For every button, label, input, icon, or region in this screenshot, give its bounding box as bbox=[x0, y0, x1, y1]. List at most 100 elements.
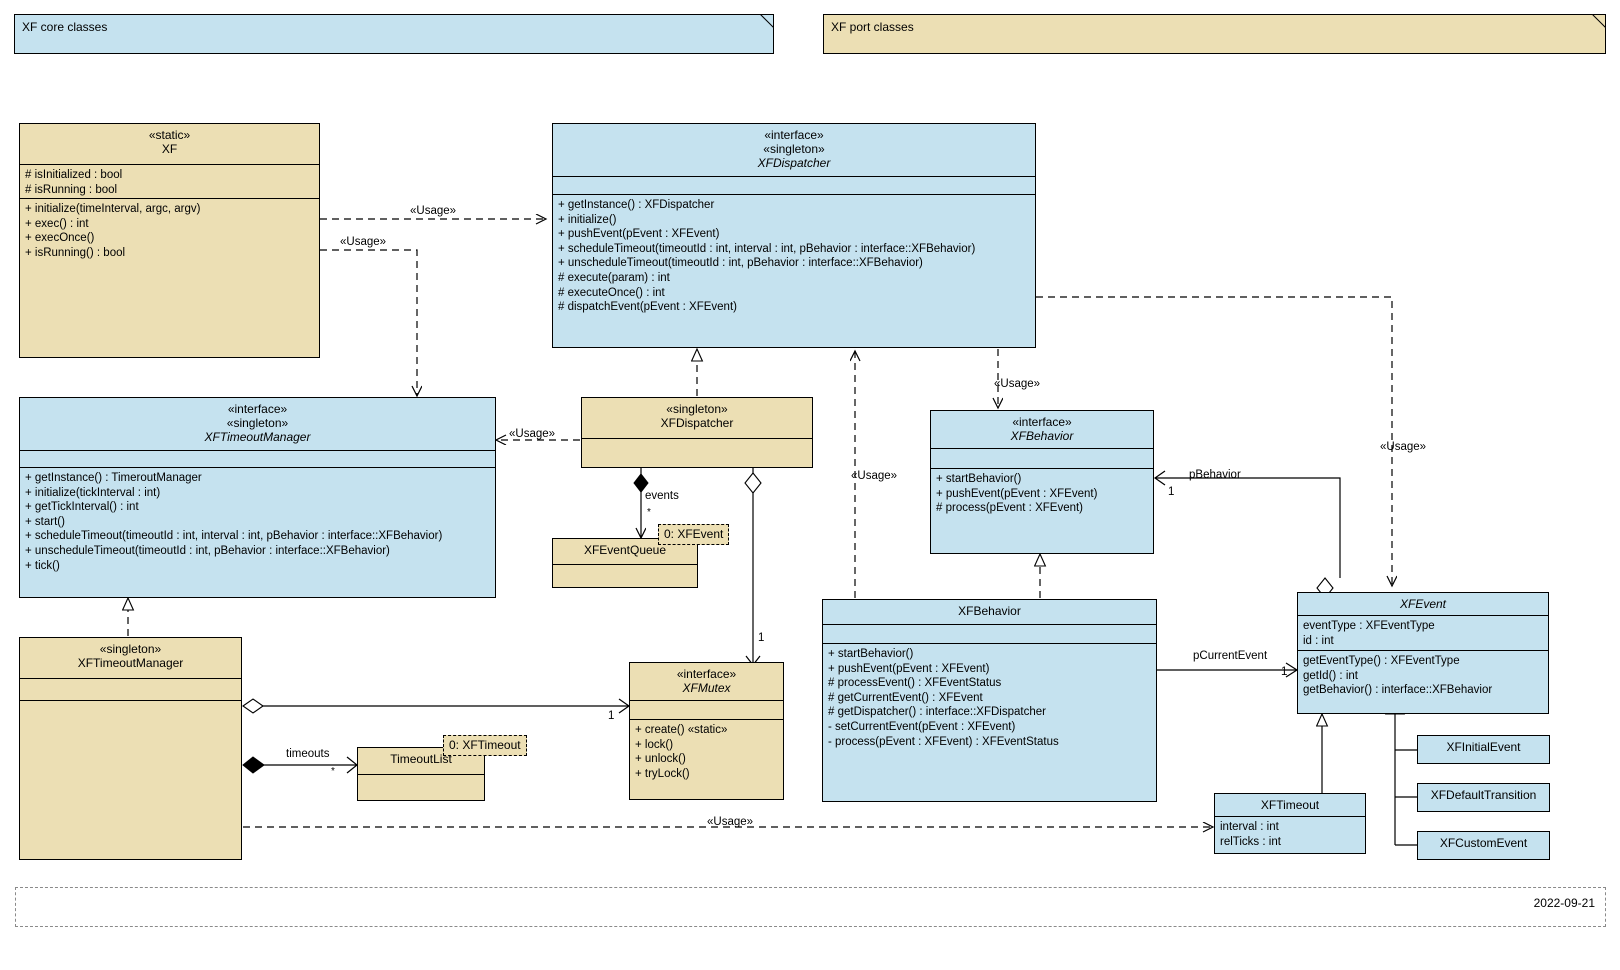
operation-row: getEventType() : XFEventType bbox=[1303, 655, 1460, 667]
class-header-xfbehavior-impl: XFBehavior bbox=[823, 600, 1156, 625]
attribute-row: # isRunning : bool bbox=[25, 183, 118, 196]
edge-label-pbehavior-role: pBehavior bbox=[1189, 469, 1241, 481]
operation-row: + getTickInterval() : int bbox=[25, 501, 139, 514]
slot-note-xfevent: 0: XFEvent bbox=[658, 524, 730, 545]
class-operations-xftimeoutmanager-impl bbox=[20, 701, 241, 707]
arrowhead-timeoutlist bbox=[346, 756, 358, 774]
edge-label-usage-dispatcher-timeoutmanager: «Usage» bbox=[509, 428, 556, 440]
package-xf-core-classes: XF core classes bbox=[14, 14, 774, 54]
operation-row: + initialize(timeInterval, argc, argv) bbox=[25, 203, 201, 215]
class-xfmutex[interactable]: «interface» XFMutex + create() «static» … bbox=[629, 662, 784, 800]
class-attributes-xfdispatcher-interface bbox=[553, 177, 1035, 195]
diamond-aggregation-mutex-top bbox=[744, 472, 762, 494]
operation-row: + unscheduleTimeout(timeoutId : int, pBe… bbox=[25, 544, 390, 557]
class-attributes-xf: # isInitialized : bool # isRunning : boo… bbox=[20, 165, 319, 199]
class-name: XFInitialEvent bbox=[1446, 740, 1521, 754]
class-header-xftimeoutmanager-impl: «singleton» XFTimeoutManager bbox=[20, 638, 241, 679]
operation-row: + initialize() bbox=[558, 213, 617, 226]
class-stereotype: «interface» bbox=[676, 667, 737, 681]
edge-label-mutex-multiplicity-left: 1 bbox=[608, 710, 615, 722]
class-operations-xfevent: getEventType() : XFEventType getId() : i… bbox=[1298, 651, 1548, 701]
class-xfdispatcher-interface[interactable]: «interface» «singleton» XFDispatcher + g… bbox=[552, 123, 1036, 348]
class-xfeventqueue[interactable]: XFEventQueue bbox=[552, 538, 698, 588]
class-operations-xfeventqueue bbox=[553, 565, 697, 588]
operation-row: + lock() bbox=[635, 738, 674, 751]
class-attributes-xftimeout: interval : int relTicks : int bbox=[1215, 817, 1365, 854]
operation-row: + startBehavior() bbox=[936, 473, 1022, 485]
class-operations-xfdispatcher-interface: + getInstance() : XFDispatcher + initial… bbox=[553, 195, 1035, 318]
class-stereotype: «interface» bbox=[1012, 415, 1072, 429]
attribute-row: relTicks : int bbox=[1220, 835, 1281, 848]
class-stereotype: «static» bbox=[148, 128, 191, 142]
class-name: XFCustomEvent bbox=[1439, 836, 1528, 850]
edge-label-usage-xf-dispatcher: «Usage» bbox=[410, 205, 457, 217]
class-name: XFTimeoutManager bbox=[204, 430, 311, 444]
operation-row: # getDispatcher() : interface::XFDispatc… bbox=[828, 706, 1046, 719]
class-name: XFDispatcher bbox=[757, 156, 831, 170]
class-xfbehavior-impl[interactable]: XFBehavior + startBehavior() + pushEvent… bbox=[822, 599, 1157, 802]
class-xftimeout[interactable]: XFTimeout interval : int relTicks : int bbox=[1214, 793, 1366, 854]
class-operations-xfbehavior-impl: + startBehavior() + pushEvent(pEvent : X… bbox=[823, 644, 1156, 752]
attribute-row: interval : int bbox=[1220, 821, 1279, 833]
class-header-xfmutex: «interface» XFMutex bbox=[630, 663, 783, 701]
operation-row: getId() : int bbox=[1303, 669, 1358, 682]
edge-xf-uses-xftimeoutmanager bbox=[320, 249, 417, 396]
class-name: XFTimeout bbox=[1260, 798, 1320, 812]
class-xfbehavior-interface[interactable]: «interface» XFBehavior + startBehavior()… bbox=[930, 410, 1154, 554]
class-name: XFDefaultTransition bbox=[1430, 788, 1537, 802]
class-attributes-xftimeoutmanager-impl bbox=[20, 679, 241, 701]
class-header-xfbehavior-interface: «interface» XFBehavior bbox=[931, 411, 1153, 449]
class-operations-xfbehavior-interface: + startBehavior() + pushEvent(pEvent : X… bbox=[931, 469, 1153, 519]
operation-row: + getInstance() : TimeroutManager bbox=[25, 472, 202, 484]
class-xfdefaulttransition[interactable]: XFDefaultTransition bbox=[1417, 783, 1550, 812]
package-label-core: XF core classes bbox=[22, 20, 108, 34]
operation-row: + start() bbox=[25, 515, 65, 528]
class-xf[interactable]: «static» XF # isInitialized : bool # isR… bbox=[19, 123, 320, 358]
class-xfinitialevent[interactable]: XFInitialEvent bbox=[1417, 735, 1550, 764]
class-attributes-xfbehavior-impl bbox=[823, 625, 1156, 644]
operation-row: + startBehavior() bbox=[828, 648, 914, 660]
package-label-port: XF port classes bbox=[831, 20, 914, 34]
arrowhead-pbehavior bbox=[1153, 470, 1166, 486]
class-stereotype: «singleton» bbox=[763, 142, 825, 156]
class-stereotype: «interface» bbox=[764, 128, 824, 142]
diamond-aggregation-mutex-left bbox=[242, 698, 264, 714]
class-name: XFEvent bbox=[1399, 597, 1447, 611]
edge-label-usage-xf-timeoutmanager: «Usage» bbox=[340, 236, 387, 248]
operation-row: + tick() bbox=[25, 559, 60, 572]
operation-row: + tryLock() bbox=[635, 767, 690, 780]
class-header-xftimeout: XFTimeout bbox=[1215, 794, 1365, 817]
class-header-xf: «static» XF bbox=[20, 124, 319, 165]
class-header-xfdispatcher-interface: «interface» «singleton» XFDispatcher bbox=[553, 124, 1035, 177]
diamond-composition-timeouts bbox=[242, 756, 265, 774]
edge-label-pbehavior-multiplicity: 1 bbox=[1168, 486, 1175, 498]
arrowhead-mutex-left bbox=[618, 698, 631, 714]
attribute-row: id : int bbox=[1303, 634, 1334, 647]
class-name: XFBehavior bbox=[1010, 429, 1074, 443]
class-stereotype: «singleton» bbox=[99, 642, 162, 656]
class-header-xftimeoutmanager-interface: «interface» «singleton» XFTimeoutManager bbox=[20, 398, 495, 451]
class-name: XFMutex bbox=[682, 681, 731, 695]
edge-label-mutex-multiplicity-top: 1 bbox=[758, 632, 765, 644]
class-header-xfdispatcher-impl: «singleton» XFDispatcher bbox=[582, 398, 812, 439]
class-timeoutlist[interactable]: TimeoutList bbox=[357, 747, 485, 801]
edge-label-usage-dispatcher-behavior: «Usage» bbox=[994, 378, 1041, 390]
class-name: XFDispatcher bbox=[660, 416, 734, 430]
operation-row: # processEvent() : XFEventStatus bbox=[828, 677, 1002, 690]
attribute-row: eventType : XFEventType bbox=[1303, 620, 1435, 632]
class-stereotype: «interface» bbox=[227, 402, 288, 416]
class-xfdispatcher-impl[interactable]: «singleton» XFDispatcher bbox=[581, 397, 813, 468]
class-operations-xf: + initialize(timeInterval, argc, argv) +… bbox=[20, 199, 319, 263]
class-header-xfdefaulttransition: XFDefaultTransition bbox=[1418, 784, 1549, 811]
operation-row: + scheduleTimeout(timeoutId : int, inter… bbox=[558, 242, 976, 255]
class-xftimeoutmanager-interface[interactable]: «interface» «singleton» XFTimeoutManager… bbox=[19, 397, 496, 598]
class-xfcustomevent[interactable]: XFCustomEvent bbox=[1417, 831, 1550, 860]
class-name: XFEventQueue bbox=[583, 543, 667, 557]
class-xftimeoutmanager-impl[interactable]: «singleton» XFTimeoutManager bbox=[19, 637, 242, 860]
class-attributes-xfevent: eventType : XFEventType id : int bbox=[1298, 616, 1548, 651]
operation-row: + isRunning() : bool bbox=[25, 246, 126, 259]
edge-xfevent-pbehavior-xfbehavior bbox=[1156, 477, 1341, 578]
class-attributes-xfbehavior-interface bbox=[931, 449, 1153, 469]
operation-row: + create() «static» bbox=[635, 724, 728, 736]
class-xfevent[interactable]: XFEvent eventType : XFEventType id : int… bbox=[1297, 592, 1549, 714]
